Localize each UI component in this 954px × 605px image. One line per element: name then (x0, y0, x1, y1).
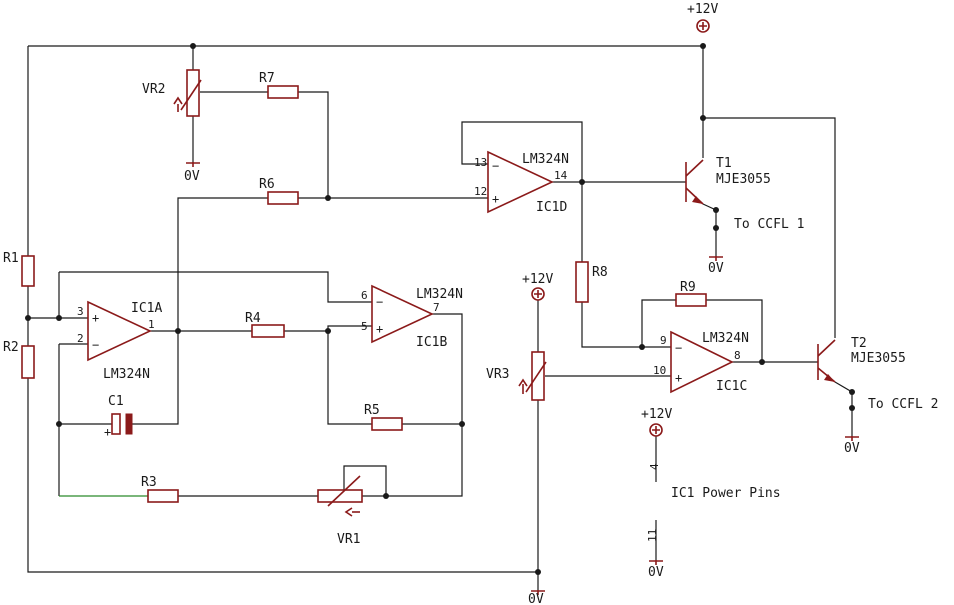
ic1c-part: LM324N (702, 331, 749, 346)
ic1b-pin-pos: 5 (361, 320, 368, 333)
ground-power-label: 0V (648, 565, 664, 580)
ground-t2-label: 0V (844, 441, 860, 456)
ic1a-name: IC1A (131, 301, 162, 316)
opamp-ic1d: − + 13 12 14 LM324N IC1D (474, 150, 569, 215)
ic1b-name: IC1B (416, 335, 447, 350)
ic1c-plus: + (675, 371, 682, 385)
ground-t1: 0V (708, 256, 724, 276)
ic1d-part: LM324N (522, 152, 569, 167)
capacitor-c1: + C1 (104, 394, 133, 439)
ic1a-pin-pos: 3 (77, 305, 84, 318)
vr3-label: VR3 (486, 367, 509, 382)
supply-vr3-label: +12V (522, 272, 553, 287)
transistor-t1: T1 MJE3055 To CCFL 1 (685, 156, 804, 232)
ic1d-pin-pos: 12 (474, 185, 487, 198)
resistor-r7: R7 (259, 71, 299, 99)
power-pin-gnd: 11 (646, 529, 659, 542)
resistor-r8: R8 (575, 261, 608, 303)
opamp-ic1a: + − 3 2 1 IC1A LM324N (77, 300, 162, 382)
ground-vr2: 0V (184, 162, 200, 184)
r6-label: R6 (259, 177, 275, 192)
r3-label: R3 (141, 475, 157, 490)
supply-vr3-12v: +12V (522, 272, 553, 301)
ic1c-minus: − (675, 341, 682, 355)
ic1b-minus: − (376, 295, 383, 309)
t2-load: To CCFL 2 (868, 397, 938, 412)
ic1a-part: LM324N (103, 367, 150, 382)
ic1a-minus: − (92, 338, 99, 352)
resistor-r9: R9 (675, 280, 707, 307)
power-pins-label: IC1 Power Pins (671, 486, 781, 501)
r9-label: R9 (680, 280, 696, 295)
r8-label: R8 (592, 265, 608, 280)
ic1b-plus: + (376, 322, 383, 336)
r4-label: R4 (245, 311, 261, 326)
resistor-r2: R2 (3, 340, 35, 379)
transistor-t2: T2 MJE3055 To CCFL 2 (817, 336, 938, 412)
ground-vr2-label: 0V (184, 169, 200, 184)
supply-power-12v: +12V (641, 407, 672, 437)
opamp-ic1c: − + 9 10 8 LM324N IC1C (653, 330, 749, 394)
ground-power: 0V (648, 560, 664, 580)
ground-main: 0V (528, 590, 545, 605)
junctions (25, 43, 855, 575)
resistor-r3: R3 (141, 475, 179, 503)
pot-vr2: VR2 (142, 69, 202, 117)
ic1d-pin-out: 14 (554, 169, 568, 182)
r7-label: R7 (259, 71, 275, 86)
r5-label: R5 (364, 403, 380, 418)
supply-power-label: +12V (641, 407, 672, 422)
supply-top-label: +12V (687, 2, 718, 17)
ic1b-pin-neg: 6 (361, 289, 368, 302)
c1-plus-sign: + (104, 425, 111, 439)
ic1-power-pins: 4 11 IC1 Power Pins (646, 463, 781, 542)
t1-part: MJE3055 (716, 172, 771, 187)
ic1c-pin-pos: 10 (653, 364, 666, 377)
resistor-r5: R5 (364, 403, 403, 431)
ic1d-pin-neg: 13 (474, 156, 487, 169)
pot-vr1: VR1 (317, 475, 363, 547)
ic1d-plus: + (492, 192, 499, 206)
ic1c-pin-out: 8 (734, 349, 741, 362)
ic1a-pin-neg: 2 (77, 332, 84, 345)
resistor-r1: R1 (3, 251, 35, 287)
resistor-r4: R4 (245, 311, 285, 338)
ic1c-name: IC1C (716, 379, 747, 394)
supply-top-12v: +12V (687, 2, 718, 33)
r1-label: R1 (3, 251, 19, 266)
ground-t2: 0V (844, 436, 860, 456)
power-pin-vcc: 4 (648, 463, 661, 470)
ic1c-pin-neg: 9 (660, 334, 667, 347)
vr1-label: VR1 (337, 532, 360, 547)
t2-name: T2 (851, 336, 867, 351)
ic1a-pin-out: 1 (148, 318, 155, 331)
opamp-ic1b: − + 6 5 7 LM324N IC1B (361, 284, 463, 350)
r2-label: R2 (3, 340, 19, 355)
ic1b-pin-out: 7 (433, 301, 440, 314)
ic1d-minus: − (492, 159, 499, 173)
vr2-label: VR2 (142, 82, 165, 97)
ic1a-plus: + (92, 311, 99, 325)
wires (27, 45, 853, 590)
t2-part: MJE3055 (851, 351, 906, 366)
c1-label: C1 (108, 394, 124, 409)
t1-name: T1 (716, 156, 732, 171)
ground-main-label: 0V (528, 592, 544, 605)
ic1d-name: IC1D (536, 200, 567, 215)
ic1b-part: LM324N (416, 287, 463, 302)
pot-vr3: VR3 (486, 351, 547, 401)
resistor-r6: R6 (259, 177, 299, 205)
t1-load: To CCFL 1 (734, 217, 804, 232)
ground-t1-label: 0V (708, 261, 724, 276)
